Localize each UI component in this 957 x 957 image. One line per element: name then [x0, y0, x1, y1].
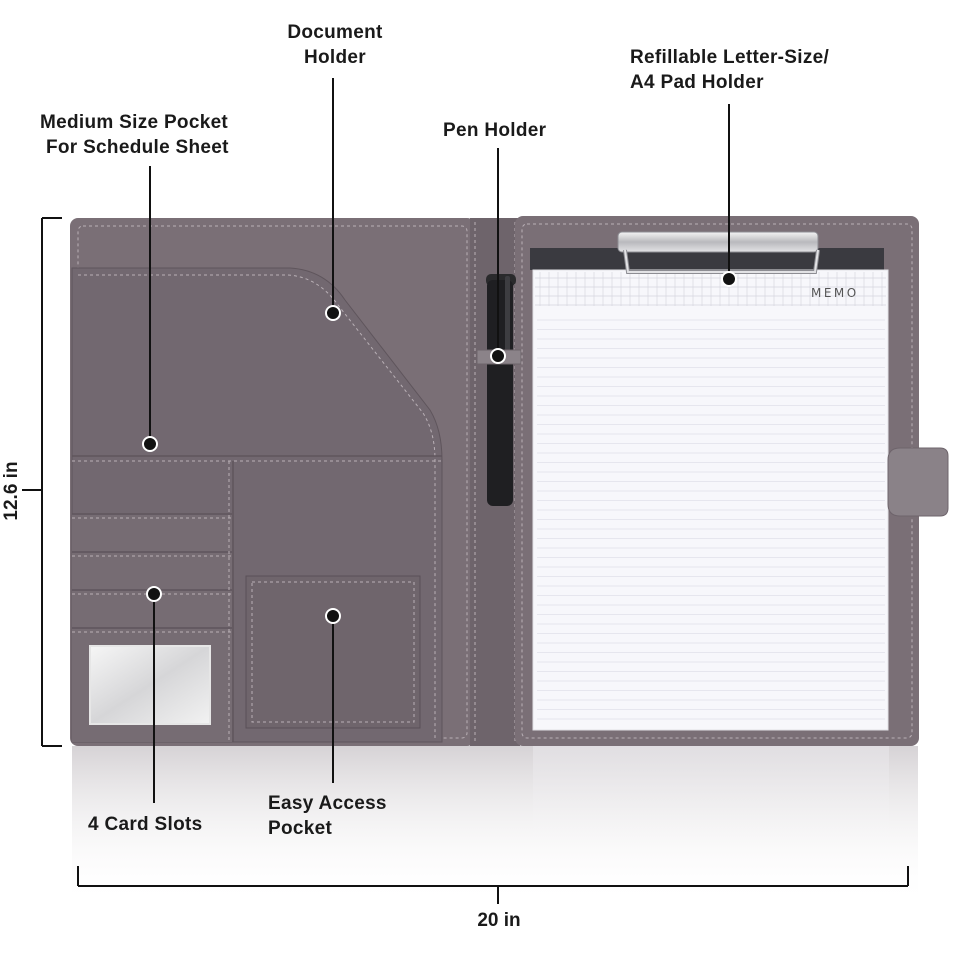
card-slots-label: 4 Card Slots — [88, 812, 202, 837]
label-line: Refillable Letter-Size/ — [630, 47, 830, 68]
document-holder-stitch — [78, 274, 436, 738]
height-dimension-label: 12.6 in — [1, 461, 22, 521]
width-dimension-label: 20 in — [477, 910, 521, 931]
medium-pocket-marker — [142, 436, 158, 452]
id-window — [89, 645, 211, 725]
memo-header: MEMO — [811, 286, 859, 300]
easy-access-marker — [325, 608, 341, 624]
right-cover-stitch — [521, 223, 913, 739]
pad-clip — [617, 231, 820, 274]
clipboard-backing — [530, 248, 884, 270]
label-line: Pocket — [268, 818, 333, 839]
label-line: Medium Size Pocket — [40, 112, 229, 133]
document-holder-marker — [325, 305, 341, 321]
left-cover-stitch — [77, 225, 468, 739]
height-dimension-line — [22, 217, 62, 747]
easy-access-label: Easy Access Pocket — [268, 791, 387, 841]
label-line: For Schedule Sheet — [46, 137, 229, 158]
magnetic-closure-tab — [887, 447, 949, 517]
callout-lines — [149, 78, 730, 803]
medium-pocket-label: Medium Size Pocket For Schedule Sheet — [40, 110, 229, 160]
label-line: Holder — [304, 47, 366, 68]
card-slots-marker — [146, 586, 162, 602]
label-line: Document — [287, 22, 383, 43]
width-dimension-line — [77, 866, 909, 904]
label-line: A4 Pad Holder — [630, 72, 764, 93]
pad-holder-marker — [721, 271, 737, 287]
label-line: Pen Holder — [443, 120, 547, 141]
easy-access-stitch — [251, 581, 415, 723]
pad-holder-label: Refillable Letter-Size/ A4 Pad Holder — [630, 45, 829, 95]
pad-reflection — [533, 746, 889, 876]
pen-holder-marker — [490, 348, 506, 364]
label-line: Easy Access — [268, 793, 387, 814]
document-holder-label: Document Holder — [276, 20, 394, 70]
notepad — [532, 269, 889, 731]
label-line: 4 Card Slots — [88, 814, 203, 835]
callout-dots — [142, 271, 737, 624]
pen-holder-label: Pen Holder — [443, 118, 546, 143]
